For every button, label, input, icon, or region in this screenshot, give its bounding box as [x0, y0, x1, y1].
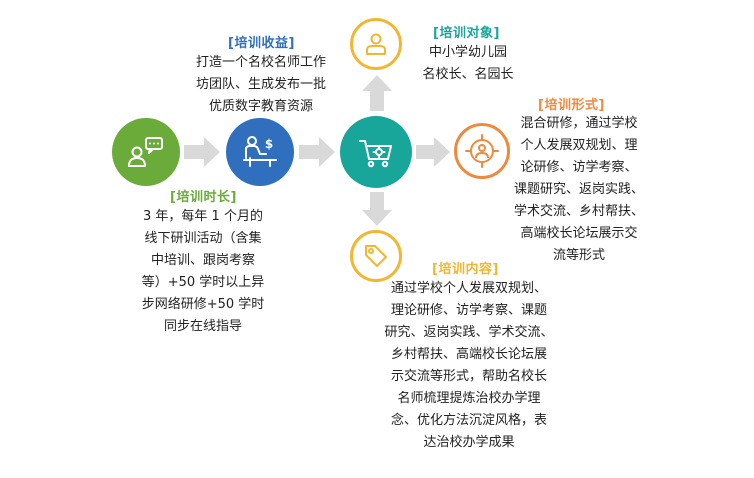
cart-gear-icon [359, 140, 392, 168]
benefits-line: 坊团队、生成发布一批 [195, 77, 326, 92]
benefits-line: 打造一个名校名师工作 [195, 55, 326, 70]
duration-line: 等）+50 学时以上异 [141, 275, 265, 290]
arrow-right-3 [416, 137, 450, 167]
audience-line: 名校长、名园长 [422, 67, 514, 82]
benefits-circle: $ [226, 118, 294, 186]
arrow-down [362, 192, 392, 226]
content-line: 达治校办学成果 [423, 435, 515, 450]
target-person-icon [465, 134, 499, 168]
format-line: 流等形式 [552, 248, 605, 263]
duration-line: 同步在线指导 [163, 319, 242, 334]
content-line: 研究、返岗实践、学术交流、 [384, 325, 554, 340]
tag-icon [365, 245, 387, 267]
format-line: 个人发展双规划、理 [520, 138, 638, 153]
audience-heading: [培训对象] [433, 26, 500, 41]
audience-text: 中小学幼儿园 名校长、名园长 [408, 42, 528, 86]
format-line: 混合研修，通过学校 [520, 116, 638, 131]
duration-line: 步网络研修+50 学时 [141, 297, 265, 312]
content-text: 通过学校个人发展双规划、 理论研修、访学考察、课题 研究、返岗实践、学术交流、 … [376, 278, 562, 454]
content-line: 示交流等形式，帮助名校长 [390, 369, 547, 384]
content-line: 理论研修、访学考察、课题 [390, 303, 547, 318]
duration-text: 3 年，每年 1 个月的 线下研训活动（含集 中培训、跟岗考察 等）+50 学时… [128, 206, 278, 338]
content-line: 通过学校个人发展双规划、 [390, 281, 547, 296]
hub-circle [340, 116, 412, 188]
duration-line: 中培训、跟岗考察 [150, 253, 255, 268]
content-line: 名师梳理提炼治校办学理 [397, 391, 541, 406]
audience-circle [350, 18, 402, 70]
format-text: 混合研修，通过学校 个人发展双规划、理 论研修、访学考察、 课题研究、返岗实践、… [504, 113, 654, 267]
duration-line: 线下研训活动（含集 [144, 231, 262, 246]
benefits-line: 优质数字教育资源 [208, 99, 313, 114]
svg-text:$: $ [265, 137, 273, 151]
arrow-right-2 [299, 137, 335, 167]
format-circle [454, 123, 510, 179]
format-heading: [培训形式] [538, 98, 605, 113]
audience-line: 中小学幼儿园 [428, 45, 507, 60]
content-circle [350, 230, 402, 282]
person-desk-money-icon: $ [243, 136, 277, 167]
person-chat-icon [128, 137, 163, 167]
duration-heading: [培训时长] [170, 190, 237, 205]
format-line: 论研修、访学考察、 [520, 160, 638, 175]
benefits-heading: [培训收益] [228, 36, 295, 51]
format-line: 高端校长论坛展示交 [520, 226, 638, 241]
format-line: 学术交流、乡村帮扶、 [513, 204, 644, 219]
person-icon [366, 33, 386, 55]
arrow-right-1 [184, 137, 220, 167]
format-line: 课题研究、返岗实践、 [513, 182, 644, 197]
duration-circle [112, 118, 180, 186]
content-line: 乡村帮扶、高端校长论坛展 [390, 347, 547, 362]
arrow-up [362, 75, 392, 111]
duration-line: 3 年，每年 1 个月的 [143, 209, 263, 224]
content-heading: [培训内容] [432, 262, 499, 277]
content-line: 念、优化方法沉淀风格，表 [390, 413, 547, 428]
benefits-text: 打造一个名校名师工作 坊团队、生成发布一批 优质数字教育资源 [178, 52, 344, 118]
